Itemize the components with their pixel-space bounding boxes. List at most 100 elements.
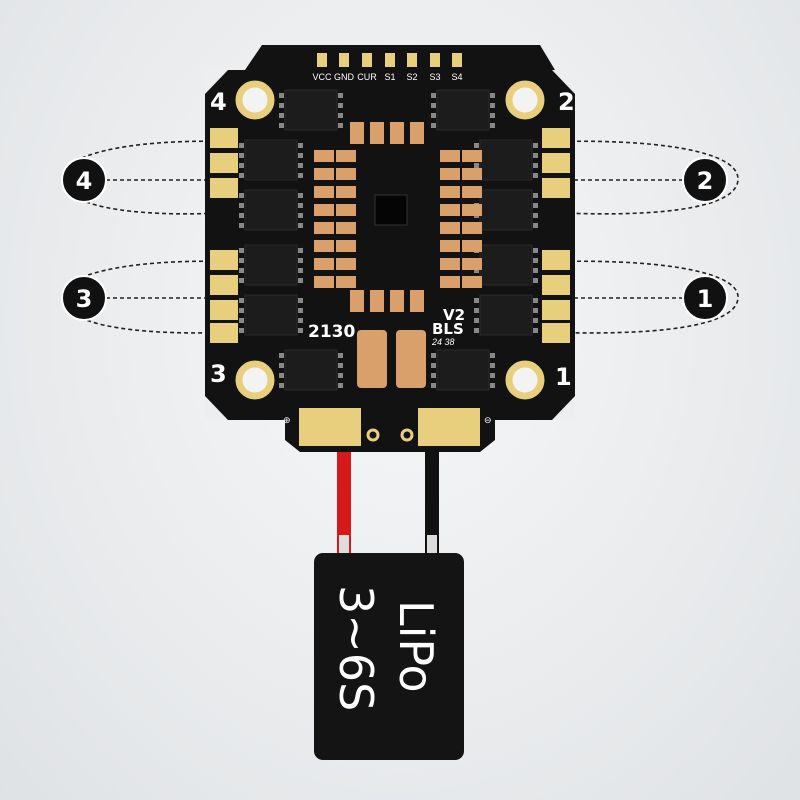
chip-pin (239, 203, 244, 208)
capacitor (370, 290, 384, 312)
capacitor (440, 204, 460, 216)
chip-pin (533, 173, 538, 178)
chip-pin (298, 193, 303, 198)
chip-pin (298, 308, 303, 313)
bulk-capacitor (357, 330, 387, 388)
model-text: 2130 (308, 322, 355, 342)
capacitor (462, 222, 482, 234)
capacitor (462, 276, 482, 288)
signal-pin-pad (452, 53, 462, 67)
chip-pin (239, 153, 244, 158)
motor-pad (210, 178, 238, 198)
chip-pin (431, 103, 436, 108)
motor-callout-1: 1 (682, 275, 728, 321)
chip-pin (239, 258, 244, 263)
mosfet-chip (284, 89, 338, 131)
capacitor (314, 186, 334, 198)
capacitor (314, 258, 334, 270)
chip-pin (239, 308, 244, 313)
chip-pin (533, 298, 538, 303)
chip-pin (279, 373, 284, 378)
motor-pad (542, 300, 570, 320)
capacitor (314, 168, 334, 180)
chip-pin (298, 278, 303, 283)
chip-pin (533, 143, 538, 148)
capacitor (350, 122, 364, 144)
chip-pin (298, 258, 303, 263)
capacitor (314, 150, 334, 162)
chip-pin (490, 353, 495, 358)
chip-pin (279, 113, 284, 118)
mosfet-chip (479, 139, 533, 181)
capacitor (314, 276, 334, 288)
corner-label-3: 3 (210, 360, 227, 388)
motor-pad (210, 323, 238, 343)
capacitor (390, 290, 404, 312)
mosfet-chip (284, 349, 338, 391)
bulk-capacitor (396, 330, 426, 388)
chip-pin (490, 113, 495, 118)
svg-text:2: 2 (697, 167, 714, 195)
chip-pin (298, 223, 303, 228)
mounting-holes (235, 80, 545, 400)
motor-pad (210, 275, 238, 295)
chip-pin (239, 278, 244, 283)
battery-cell-range: 3~6S (329, 585, 383, 711)
chip-pin (474, 268, 479, 273)
motor-pad (210, 300, 238, 320)
capacitor (462, 168, 482, 180)
motor-pad (542, 323, 570, 343)
chip-pin (298, 163, 303, 168)
chip-pin (298, 203, 303, 208)
svg-text:3: 3 (76, 285, 93, 313)
capacitor (440, 186, 460, 198)
corner-label-1: 1 (555, 363, 572, 391)
negative-pad-symbol: ⊖ (484, 415, 492, 425)
capacitor (440, 150, 460, 162)
chip-pin (431, 373, 436, 378)
signal-pin-label: GND (334, 72, 355, 82)
power-pads (299, 408, 480, 446)
chip-pin (533, 213, 538, 218)
chip-pin (533, 318, 538, 323)
capacitor (370, 122, 384, 144)
mosfet-chip (436, 349, 490, 391)
motor-pad (542, 275, 570, 295)
chip-pin (338, 93, 343, 98)
chip-pin (279, 123, 284, 128)
chip-pin (533, 193, 538, 198)
mosfet-chip (479, 189, 533, 231)
svg-text:4: 4 (76, 167, 93, 195)
chip-pin (298, 298, 303, 303)
chip-pin (239, 213, 244, 218)
chip-pin (279, 363, 284, 368)
mcu-chip (374, 194, 408, 226)
capacitor (462, 186, 482, 198)
chip-pin (431, 123, 436, 128)
chip-pin (298, 268, 303, 273)
chip-pin (490, 103, 495, 108)
chip-pin (298, 318, 303, 323)
capacitor (440, 222, 460, 234)
capacitor (462, 150, 482, 162)
chip-pin (338, 373, 343, 378)
chip-pin (533, 308, 538, 313)
capacitor (410, 290, 424, 312)
capacitor (336, 150, 356, 162)
chip-pin (338, 123, 343, 128)
chip-pin (533, 223, 538, 228)
chip-pin (239, 318, 244, 323)
capacitor (336, 186, 356, 198)
motor-pad (542, 250, 570, 270)
chip-pin (279, 93, 284, 98)
mosfet-chip (244, 294, 298, 336)
capacitor (350, 290, 364, 312)
chip-pin (490, 373, 495, 378)
components (239, 89, 538, 391)
capacitor (314, 222, 334, 234)
chip-pin (533, 278, 538, 283)
motor-pad (210, 250, 238, 270)
positive-pad-symbol: ⊕ (283, 415, 291, 425)
chip-pin (533, 153, 538, 158)
